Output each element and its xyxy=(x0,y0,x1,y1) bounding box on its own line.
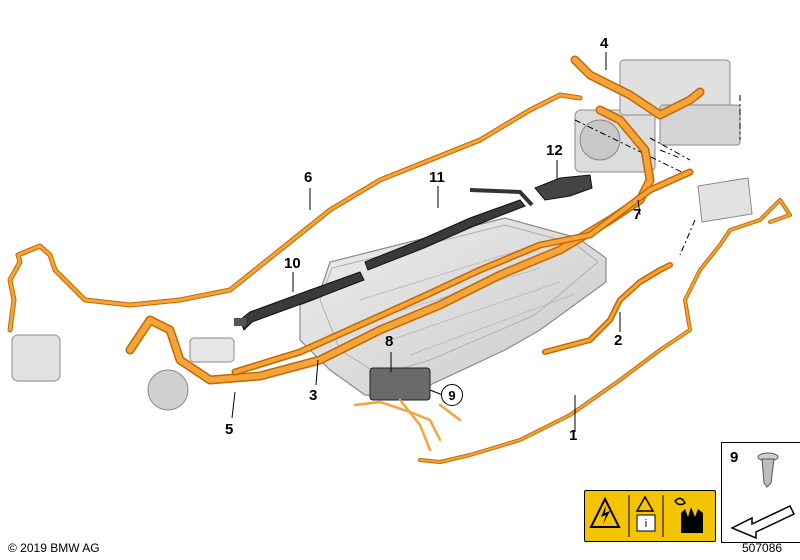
document-number: 507086 xyxy=(742,541,783,555)
callout-3: 3 xyxy=(309,387,318,404)
arrow-icon xyxy=(730,505,796,540)
direction-arrow-box xyxy=(721,494,800,543)
callout-8: 8 xyxy=(385,333,394,350)
callout-12: 12 xyxy=(546,142,563,159)
cable-bracket-10 xyxy=(234,271,365,331)
front-components xyxy=(11,334,431,411)
callout-4: 4 xyxy=(600,35,609,52)
screw-icon xyxy=(757,452,779,488)
part-9-number: 9 xyxy=(730,449,739,466)
copyright-text: © 2019 BMW AG xyxy=(8,541,100,555)
callout-1: 1 xyxy=(569,427,578,444)
reference-lines xyxy=(574,95,741,256)
callout-10: 10 xyxy=(284,255,301,272)
electric-motor-rear xyxy=(574,59,741,173)
cable-bracket-12 xyxy=(534,174,593,201)
cable-bracket-11 xyxy=(364,188,534,271)
callout-7: 7 xyxy=(633,206,642,223)
callout-9: 9 xyxy=(441,384,463,406)
svg-text:i: i xyxy=(645,518,647,530)
charging-module xyxy=(697,177,753,223)
hv-cables xyxy=(7,55,792,464)
callout-11: 11 xyxy=(429,169,445,186)
callout-6: 6 xyxy=(304,169,313,186)
hv-warning-label: i xyxy=(584,490,716,542)
leader-lines xyxy=(231,52,641,432)
callout-2: 2 xyxy=(614,332,623,349)
harness-8 xyxy=(353,398,462,452)
callout-5: 5 xyxy=(225,421,234,438)
warning-symbols-icon: i xyxy=(589,495,703,537)
part-9-detail: 9 xyxy=(721,442,800,496)
